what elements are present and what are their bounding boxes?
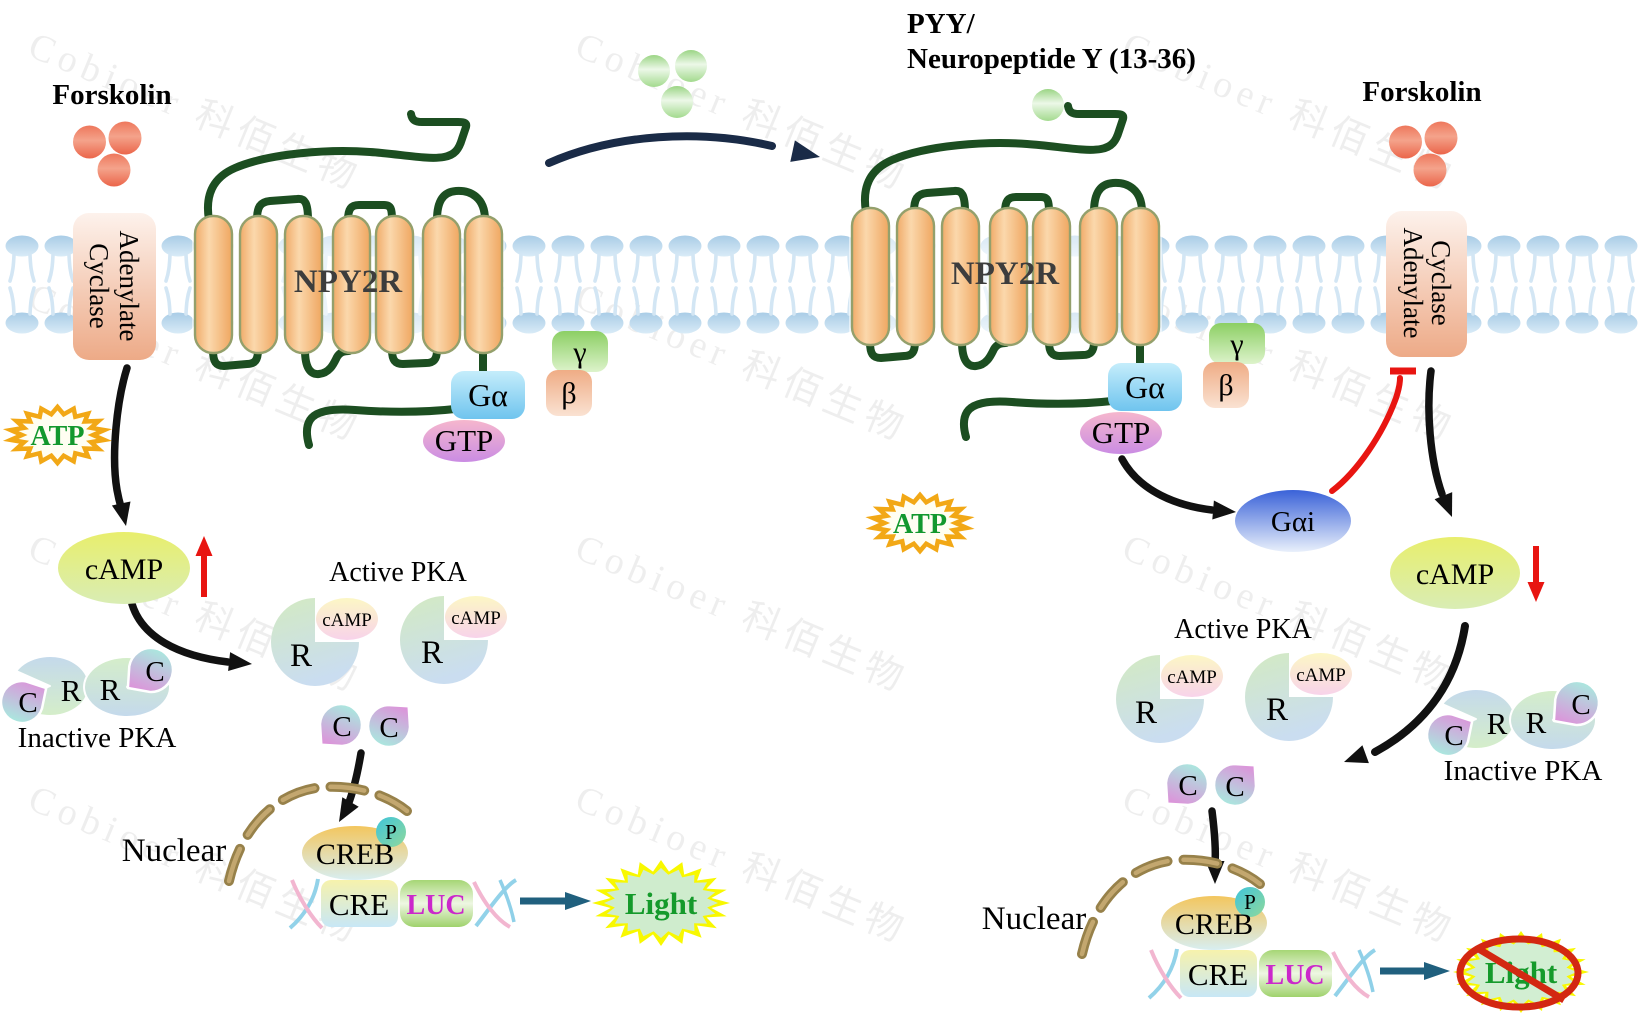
svg-text:Inactive PKA: Inactive PKA <box>1444 755 1603 787</box>
svg-text:NPY2R: NPY2R <box>951 256 1060 292</box>
svg-text:Gαi: Gαi <box>1271 506 1315 538</box>
svg-text:R: R <box>1135 695 1157 731</box>
svg-text:C: C <box>1571 689 1590 721</box>
svg-text:CRE: CRE <box>329 887 389 922</box>
svg-text:β: β <box>1218 369 1233 402</box>
svg-text:R: R <box>1526 705 1547 740</box>
svg-text:cAMP: cAMP <box>85 553 163 586</box>
svg-text:GTP: GTP <box>1092 415 1151 450</box>
svg-text:Adenylate: Adenylate <box>1398 228 1428 339</box>
svg-text:Nuclear: Nuclear <box>122 833 226 869</box>
svg-text:Cyclase: Cyclase <box>84 243 114 328</box>
svg-text:R: R <box>1266 692 1288 728</box>
svg-text:Nuclear: Nuclear <box>982 901 1086 937</box>
svg-text:P: P <box>1244 890 1256 914</box>
svg-text:PYY/: PYY/ <box>907 8 976 40</box>
svg-text:cAMP: cAMP <box>451 608 501 629</box>
svg-text:ATP: ATP <box>893 509 947 540</box>
svg-text:β: β <box>561 377 576 410</box>
svg-text:CRE: CRE <box>1188 957 1248 992</box>
svg-text:cAMP: cAMP <box>322 610 372 631</box>
svg-text:Forskolin: Forskolin <box>1362 76 1481 108</box>
svg-text:C: C <box>18 687 37 719</box>
svg-text:LUC: LUC <box>1265 960 1324 991</box>
svg-text:C: C <box>1444 720 1463 752</box>
svg-text:LUC: LUC <box>406 890 465 921</box>
svg-text:NPY2R: NPY2R <box>294 264 403 300</box>
svg-text:C: C <box>145 656 164 688</box>
svg-text:R: R <box>1487 706 1508 741</box>
svg-text:GTP: GTP <box>435 423 494 458</box>
svg-text:Neuropeptide Y (13-36): Neuropeptide Y (13-36) <box>907 43 1196 75</box>
svg-text:R: R <box>100 672 121 707</box>
svg-text:cAMP: cAMP <box>1416 558 1494 591</box>
svg-text:γ: γ <box>572 336 586 369</box>
svg-text:Cyclase: Cyclase <box>1426 240 1456 325</box>
svg-text:Forskolin: Forskolin <box>52 79 171 111</box>
svg-text:ATP: ATP <box>31 421 85 452</box>
svg-text:P: P <box>385 820 397 844</box>
svg-text:Active PKA: Active PKA <box>1174 614 1312 645</box>
svg-text:CREB: CREB <box>1175 908 1253 941</box>
svg-text:C: C <box>1225 771 1244 803</box>
svg-text:CREB: CREB <box>316 838 394 871</box>
svg-text:C: C <box>379 712 398 744</box>
svg-text:cAMP: cAMP <box>1296 665 1346 686</box>
svg-text:Gα: Gα <box>1125 369 1165 405</box>
svg-text:Inactive PKA: Inactive PKA <box>18 722 177 754</box>
svg-text:Light: Light <box>625 886 698 921</box>
svg-text:C: C <box>332 711 351 743</box>
svg-text:R: R <box>290 638 312 674</box>
svg-text:Active PKA: Active PKA <box>329 557 467 588</box>
svg-text:γ: γ <box>1229 328 1243 361</box>
svg-text:Adenylate: Adenylate <box>114 231 144 342</box>
svg-text:Gα: Gα <box>468 377 508 413</box>
svg-text:R: R <box>61 673 82 708</box>
svg-text:cAMP: cAMP <box>1167 667 1217 688</box>
svg-text:C: C <box>1178 770 1197 802</box>
svg-text:R: R <box>421 635 443 671</box>
